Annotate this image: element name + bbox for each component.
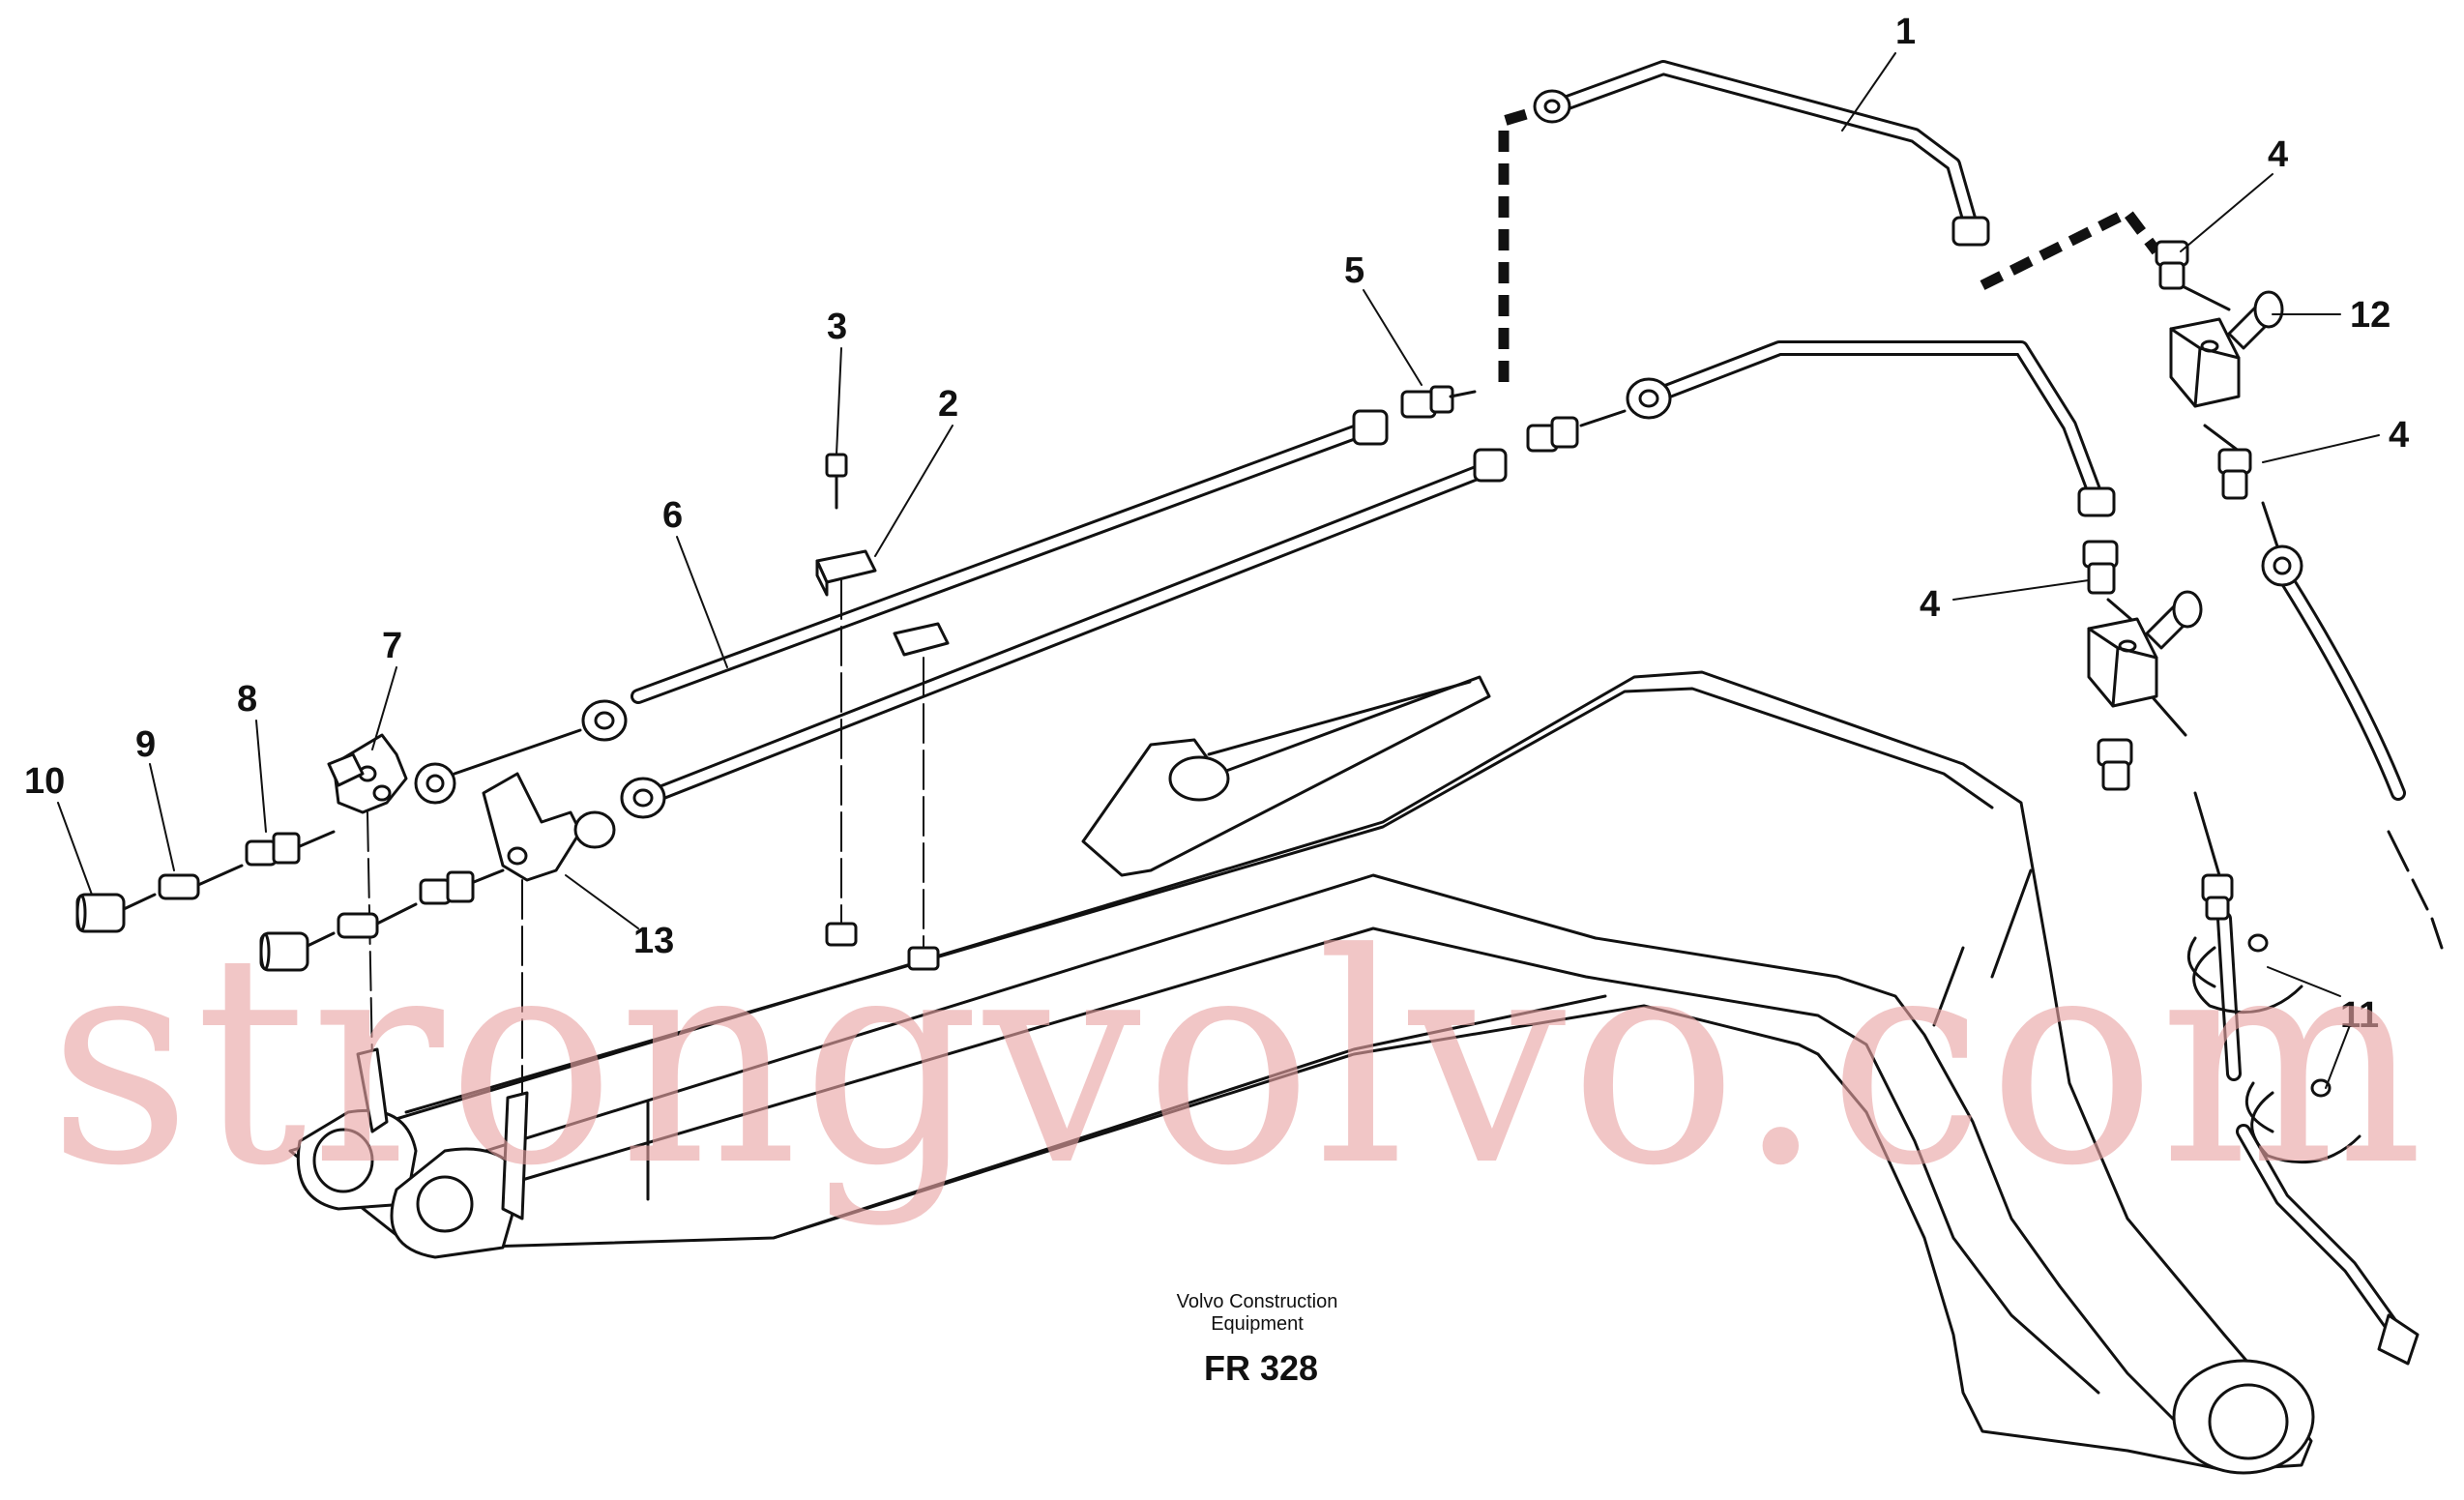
seam-2 — [1932, 946, 1965, 1027]
label-10: 10 — [24, 761, 65, 802]
drawing-caption: Volvo Construction Equipment FR 328 — [1177, 1291, 1338, 1388]
fitting-lower-hose — [2201, 873, 2234, 921]
label-4-left: 4 — [1920, 584, 1940, 625]
nipple-9 — [158, 864, 244, 900]
pipe-seg-c — [2193, 791, 2221, 877]
pipe-clamp-2b — [893, 622, 950, 657]
nut-right-pipe-end — [2077, 486, 2116, 517]
pipe-seg-b — [2150, 694, 2187, 737]
union-8 — [245, 830, 336, 867]
tee-block-left — [2087, 590, 2203, 708]
label-11: 11 — [2340, 995, 2379, 1036]
cap-10 — [75, 893, 157, 933]
label-4-top: 4 — [2268, 134, 2288, 175]
nut-upper-pipe — [1352, 409, 1389, 446]
hose-broken-end — [2387, 830, 2444, 950]
bracket-pin — [1168, 755, 1230, 802]
hose-clamp-upper — [2186, 933, 2303, 1015]
pipe-top — [1549, 60, 1980, 240]
pivot-right-hole — [416, 1175, 474, 1233]
boom-top-edge — [404, 687, 1994, 1114]
boom-arm — [288, 670, 2315, 1475]
bolt-3 — [825, 453, 848, 510]
part-labels: 1 2 3 4 4 4 5 6 7 8 9 10 11 12 13 — [24, 12, 2409, 1036]
union-lower-left — [419, 868, 505, 905]
label-6: 6 — [662, 495, 683, 536]
pivot-left-hole — [312, 1128, 374, 1193]
union-4-right-lower — [2217, 448, 2252, 500]
caption-line-2: Equipment — [1211, 1313, 1304, 1335]
label-8: 8 — [237, 679, 257, 720]
union-lower — [1526, 409, 1627, 453]
boom-belly — [772, 994, 1607, 1240]
boom-outline — [288, 670, 2313, 1472]
cap-lower — [259, 931, 336, 972]
nut-6-end — [581, 699, 628, 742]
union-4-left — [2082, 540, 2119, 595]
label-9: 9 — [135, 724, 156, 765]
pipe-clamp-2 — [815, 549, 877, 597]
nipple-lower — [337, 902, 418, 939]
dashed-link-left — [1498, 101, 1554, 382]
base-lug-a — [356, 1047, 389, 1133]
nut-right-pipe — [1626, 377, 1672, 420]
union-4-lower — [2097, 738, 2133, 791]
nut-bracket-7 — [414, 728, 582, 805]
caption-line-1: Volvo Construction — [1177, 1291, 1338, 1312]
fitting-hose-end — [2377, 1313, 2420, 1366]
union-5 — [1400, 385, 1477, 419]
label-5: 5 — [1344, 250, 1364, 291]
pipe-right-bent — [1646, 340, 2106, 511]
label-1: 1 — [1895, 12, 1916, 52]
drawing-code: FR 328 — [1204, 1348, 1318, 1388]
nut-lower-end — [620, 777, 666, 819]
label-13: 13 — [633, 921, 674, 961]
seam-3 — [1990, 868, 2033, 979]
tee-block-right — [2169, 290, 2284, 408]
label-12: 12 — [2350, 295, 2391, 336]
boom-lower-face — [520, 926, 2100, 1395]
watermark-text: strongvolvo.com — [48, 892, 2427, 1229]
nut-hose-right — [2261, 544, 2303, 587]
tip-hole — [2208, 1383, 2289, 1460]
nut-top-right — [1951, 216, 1990, 247]
leader-lines — [57, 52, 2380, 1089]
pipe-upper — [631, 418, 1381, 704]
nut-lower-pipe — [1473, 448, 1508, 483]
bracket-plate-7 — [327, 733, 408, 814]
label-7: 7 — [382, 626, 402, 666]
union-4-right — [2155, 240, 2189, 290]
cylinder-bracket — [1081, 675, 1491, 877]
label-3: 3 — [827, 307, 847, 347]
bracket-plate-13 — [482, 772, 616, 882]
label-4-right: 4 — [2389, 415, 2409, 456]
pipe-seg-f — [2261, 501, 2279, 548]
dashed-link-right — [1980, 206, 2161, 290]
boom-face-line — [453, 873, 2178, 1424]
pipe-seg-d — [2179, 283, 2231, 311]
label-2: 2 — [938, 384, 958, 425]
hose-clamp-lower — [2244, 1078, 2361, 1164]
bracket-edge — [1207, 680, 1472, 756]
pipe-lower — [640, 456, 1507, 806]
nut-top-left — [1533, 89, 1571, 124]
base-lug-b — [501, 1091, 529, 1221]
